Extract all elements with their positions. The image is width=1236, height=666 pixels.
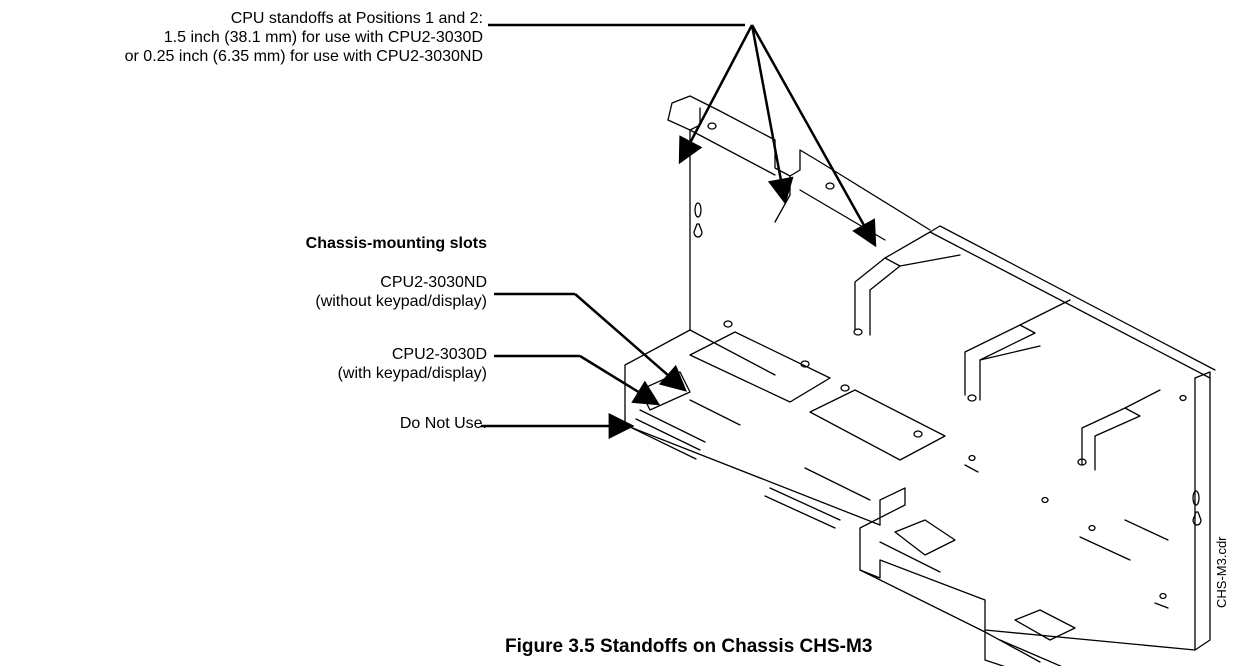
- standoff-line-3: or 0.25 inch (6.35 mm) for use with CPU2…: [124, 48, 483, 65]
- figure-caption: Figure 3.5 Standoffs on Chassis CHS-M3: [505, 636, 872, 657]
- d-slot-callout: CPU2-3030D (with keypad/display): [338, 345, 487, 383]
- cpu-bracket-3: [1081, 389, 1161, 471]
- cpu-bracket-1: [854, 225, 1216, 379]
- d-model: CPU2-3030D: [391, 346, 487, 363]
- arrow-position-2a: [750, 24, 794, 205]
- slots-heading: Chassis-mounting slots: [305, 235, 487, 252]
- nd-slot-callout: CPU2-3030ND (without keypad/display): [315, 273, 487, 311]
- arrow-nd-slot: [574, 293, 687, 392]
- arrow-position-2b: [750, 24, 877, 248]
- back-wall: [667, 95, 931, 331]
- standoff-posts: [707, 122, 1187, 600]
- nd-model: CPU2-3030ND: [380, 274, 487, 291]
- nd-description: (without keypad/display): [315, 293, 487, 310]
- standoff-line-2: 1.5 inch (38.1 mm) for use with CPU2-303…: [163, 29, 483, 46]
- standoff-callout: CPU standoffs at Positions 1 and 2: 1.5 …: [125, 9, 483, 66]
- cpu-bracket-2: [964, 299, 1071, 401]
- side-wall: [1192, 371, 1211, 651]
- do-not-use-label: Do Not Use.: [399, 415, 487, 432]
- arrow-d-slot: [579, 354, 661, 406]
- file-tag: CHS-M3.cdr: [1214, 536, 1229, 608]
- d-description: (with keypad/display): [337, 365, 487, 382]
- callout-leaders: [481, 23, 877, 439]
- base-plate: [624, 329, 1196, 666]
- arrow-position-1: [678, 24, 754, 165]
- standoff-line-1: CPU standoffs at Positions 1 and 2:: [230, 10, 483, 27]
